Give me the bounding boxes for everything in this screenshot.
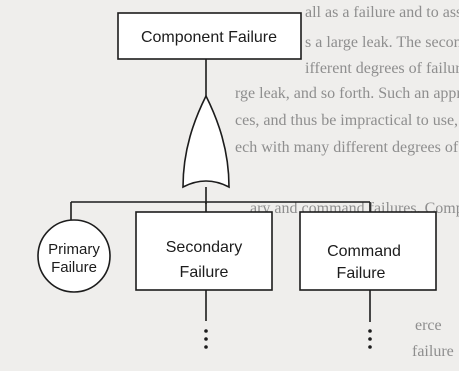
command-failure-label-line1: Command: [327, 243, 401, 260]
secondary-ellipsis-dot: [204, 337, 208, 341]
continuation-dots: [204, 329, 372, 349]
top-event-box: [117, 12, 302, 60]
secondary-failure-box: [135, 211, 273, 291]
bleed-line-3: ifferent degrees of failure: one tree w: [305, 60, 459, 77]
bleed-line-9: erce: [415, 317, 442, 334]
primary-failure-label-line2: Failure: [51, 259, 97, 276]
command-ellipsis-dot: [368, 329, 372, 333]
primary-failure-label-line1: Primary: [48, 241, 100, 258]
command-ellipsis-dot: [368, 345, 372, 349]
command-failure-box: [299, 211, 437, 291]
primary-failure-node: Primary Failure: [37, 219, 111, 293]
secondary-ellipsis-dot: [204, 329, 208, 333]
bleed-line-2: s a large leak. The second approach is: [305, 34, 459, 51]
command-failure-node: Command Failure: [299, 211, 437, 291]
bleed-line-10: failure: [412, 343, 454, 360]
primary-failure-circle: [37, 219, 111, 293]
secondary-failure-node: Secondary Failure: [135, 211, 273, 291]
secondary-ellipsis-dot: [204, 345, 208, 349]
top-event-node: Component Failure: [117, 12, 302, 60]
connector-lines: [70, 59, 371, 322]
top-event-label: Component Failure: [141, 29, 277, 46]
bleed-line-5: ces, and thus be impractical to use, if …: [235, 112, 459, 129]
bleed-line-1: all as a failure and to assume that ever: [305, 4, 459, 21]
command-failure-label-line2: Failure: [337, 265, 386, 282]
or-gate-icon: [182, 94, 230, 189]
secondary-failure-label-line1: Secondary: [166, 239, 243, 256]
bleed-line-4: rge leak, and so forth. Such an approa: [235, 85, 459, 102]
bleed-line-6: ech with many different degrees of failu: [235, 139, 459, 156]
secondary-failure-label-line2: Failure: [180, 264, 229, 281]
command-ellipsis-dot: [368, 337, 372, 341]
